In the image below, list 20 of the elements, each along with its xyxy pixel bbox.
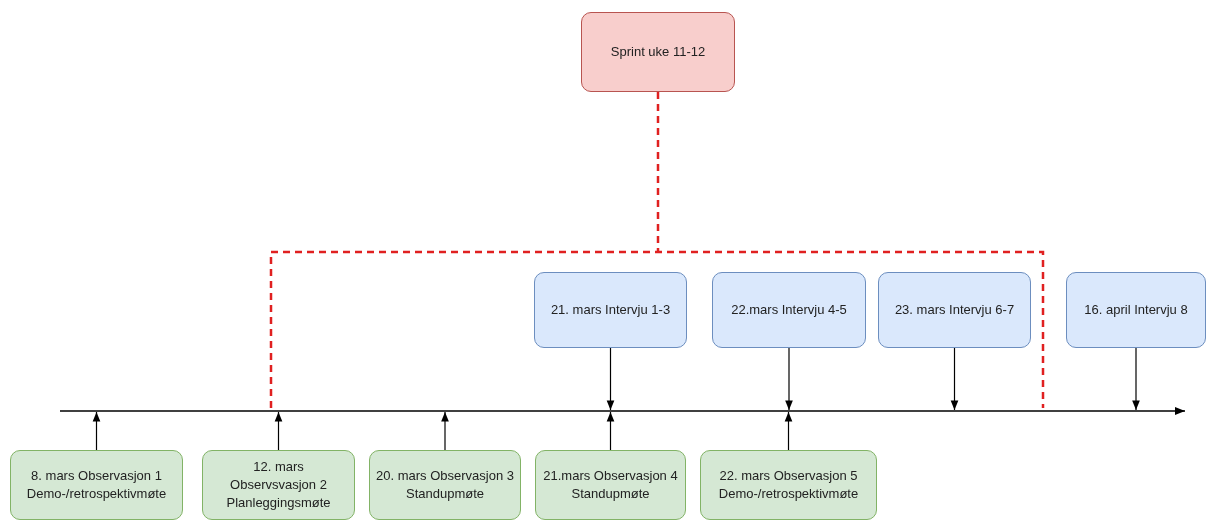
interview-box: 22.mars Intervju 4-5 [712, 272, 866, 348]
arrow [950, 347, 959, 411]
arrow [274, 411, 283, 451]
arrow [92, 411, 101, 451]
observation-box: 8. mars Observasjon 1 Demo-/retrospektivmøte [10, 450, 183, 520]
arrow [441, 411, 449, 451]
observation-box: 22. mars Observasjon 5 Demo-/retrospektivmøte [700, 450, 877, 520]
arrow [606, 347, 615, 411]
dashed-connector [656, 92, 660, 252]
arrow [784, 411, 793, 451]
observation-box: 20. mars Observasjon 3 Standupmøte [369, 450, 521, 520]
observation-box: 12. mars Observsvasjon 2 Planleggingsmøte [202, 450, 355, 520]
sprint-box: Sprint uke 11-12 [581, 12, 735, 92]
arrow [1132, 347, 1140, 411]
observation-box: 21.mars Observasjon 4 Standupmøte [535, 450, 686, 520]
arrow [606, 411, 615, 451]
interview-box: 21. mars Intervju 1-3 [534, 272, 687, 348]
interview-box: 16. april Intervju 8 [1066, 272, 1206, 348]
arrow [785, 347, 793, 411]
interview-box: 23. mars Intervju 6-7 [878, 272, 1031, 348]
